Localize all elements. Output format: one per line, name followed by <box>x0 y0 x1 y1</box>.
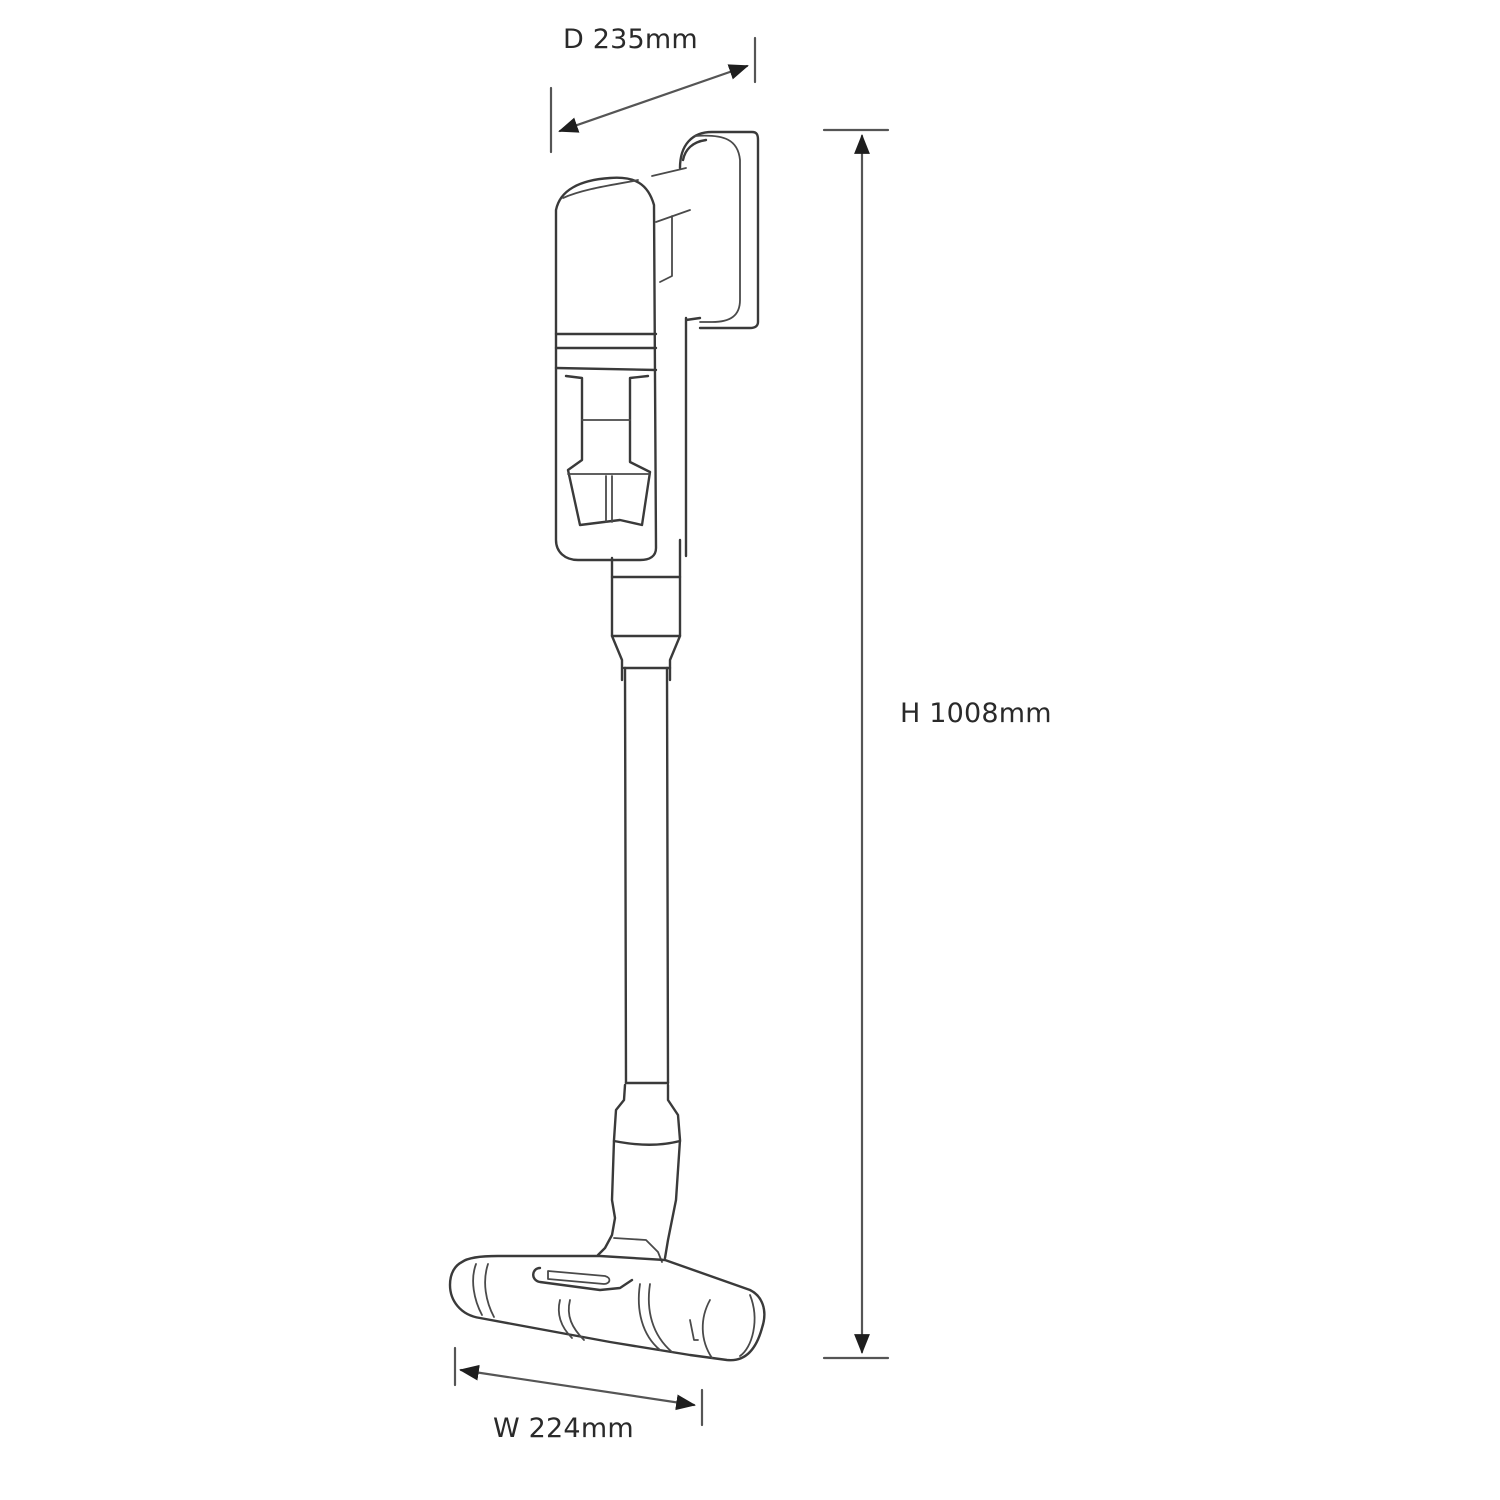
height-dimension-line <box>822 128 890 1360</box>
handle <box>651 130 760 558</box>
width-label: W 224mm <box>493 1413 634 1444</box>
floor-head-neck <box>596 1083 682 1263</box>
wand-connector <box>610 538 682 682</box>
depth-dimension-line <box>549 36 757 154</box>
motor-body <box>554 176 658 562</box>
floor-head-brush <box>448 1254 766 1362</box>
depth-label: D 235mm <box>563 24 698 55</box>
cyclone-filter <box>564 374 652 527</box>
wand-tube <box>623 666 670 1085</box>
width-dimension-line <box>453 1346 704 1427</box>
height-label: H 1008mm <box>900 698 1052 729</box>
